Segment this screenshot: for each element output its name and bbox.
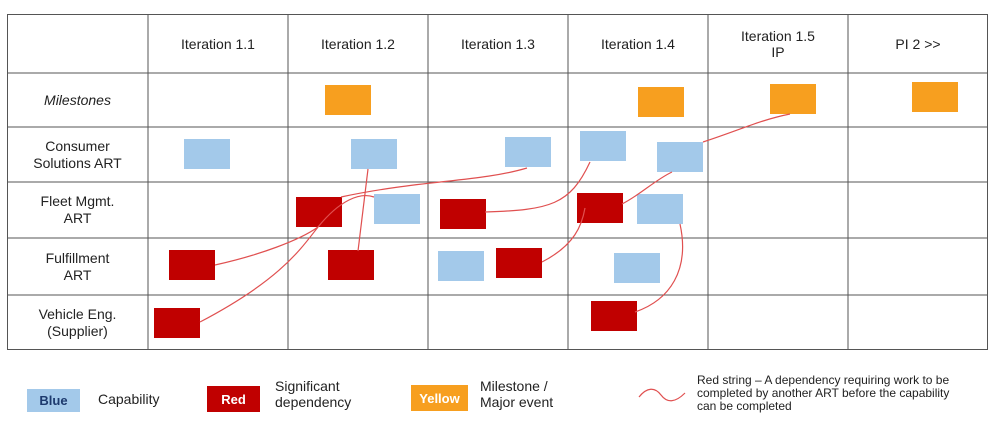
row-label-line: (Supplier) — [47, 322, 108, 339]
capability-card[interactable] — [351, 139, 397, 169]
dependency-card[interactable] — [328, 250, 374, 280]
row-label-line: Solutions ART — [33, 154, 122, 171]
legend-yellow-chip: Yellow — [411, 385, 468, 411]
legend-text-line: Significant — [275, 378, 340, 394]
column-header-iteration-1-2: Iteration 1.2 — [321, 35, 395, 52]
column-header-iteration-1-5-ip: Iteration 1.5 IP — [708, 14, 848, 73]
column-header-iteration-1-3: Iteration 1.3 — [461, 35, 535, 52]
legend-red-text: Significant dependency — [275, 378, 351, 410]
capability-card[interactable] — [374, 194, 420, 224]
dependency-card[interactable] — [169, 250, 215, 280]
capability-card[interactable] — [438, 251, 484, 281]
legend-text-line: Major event — [480, 394, 554, 410]
row-label-line: Consumer — [45, 137, 110, 154]
legend-blue-text: Capability — [98, 391, 160, 407]
capability-card[interactable] — [637, 194, 683, 224]
column-header-iteration-1-4: Iteration 1.4 — [601, 35, 675, 52]
row-label-line: Fulfillment — [45, 249, 110, 266]
legend-text-line: Milestone / — [480, 378, 548, 394]
legend-string-icon — [638, 388, 686, 402]
legend-text-line: can be completed — [697, 399, 792, 413]
legend-yellow-text: Milestone / Major event — [480, 378, 553, 410]
dependency-card[interactable] — [591, 301, 637, 331]
capability-card[interactable] — [505, 137, 551, 167]
row-label-line: Vehicle Eng. — [38, 305, 117, 322]
capability-card[interactable] — [184, 139, 230, 169]
row-label-milestones: Milestones — [44, 91, 111, 108]
dependency-card[interactable] — [577, 193, 623, 223]
column-header-pi-2: PI 2 >> — [895, 35, 941, 52]
milestone-card[interactable] — [325, 85, 371, 115]
row-label-consumer-solutions-art: Consumer Solutions ART — [7, 127, 148, 182]
legend-text-line: dependency — [275, 394, 352, 410]
capability-card[interactable] — [614, 253, 660, 283]
column-header-line: Iteration 1.5 — [741, 27, 815, 44]
column-header-line: IP — [771, 43, 785, 60]
legend-text-line: Red string – A dependency requiring work… — [697, 374, 950, 387]
dependency-card[interactable] — [154, 308, 200, 338]
capability-card[interactable] — [580, 131, 626, 161]
dependency-card[interactable] — [496, 248, 542, 278]
row-label-line: ART — [63, 266, 92, 283]
legend-text-line: completed by another ART before the capa… — [697, 386, 950, 400]
row-label-fleet-mgmt-art: Fleet Mgmt. ART — [7, 182, 148, 238]
dependency-card[interactable] — [296, 197, 342, 227]
milestone-card[interactable] — [638, 87, 684, 117]
dependency-card[interactable] — [440, 199, 486, 229]
legend-red-chip: Red — [207, 386, 260, 412]
row-label-line: ART — [63, 210, 92, 226]
column-header-iteration-1-1: Iteration 1.1 — [181, 35, 255, 52]
row-label-fulfillment-art: Fulfillment ART — [7, 238, 148, 295]
milestone-card[interactable] — [770, 84, 816, 114]
legend-blue-chip: Blue — [27, 389, 80, 412]
milestone-card[interactable] — [912, 82, 958, 112]
capability-card[interactable] — [657, 142, 703, 172]
row-label-line: Fleet Mgmt. — [40, 193, 115, 209]
legend-string-text: Red string – A dependency requiring work… — [697, 374, 997, 413]
row-label-vehicle-eng-supplier: Vehicle Eng. (Supplier) — [7, 295, 148, 350]
